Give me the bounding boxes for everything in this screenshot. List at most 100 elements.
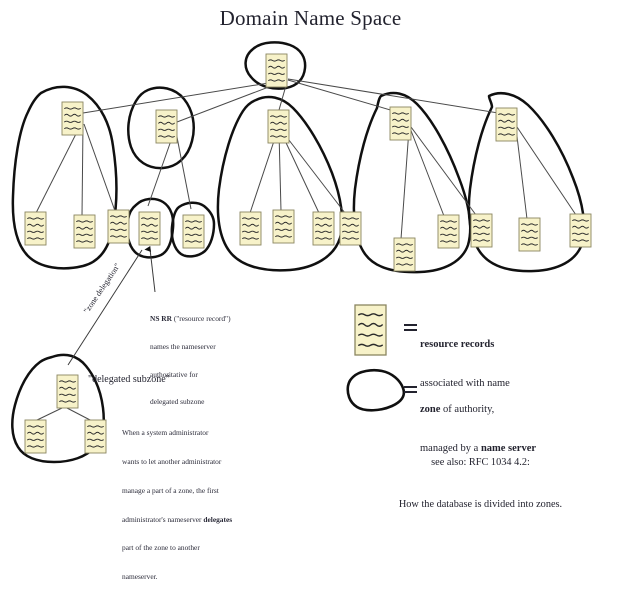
see-also-note: see also: RFC 1034 4.2: How the database… [340, 428, 621, 540]
squiggle-line [185, 226, 202, 230]
squiggle-line [342, 230, 359, 233]
para-line4-bold: delegates [203, 514, 233, 524]
edge-a0-a3 [83, 123, 116, 212]
node-card-body [24, 419, 47, 454]
para-line5: part of the zone to another [122, 543, 200, 553]
node-c2-leaf[interactable] [272, 209, 295, 244]
node-e2-leaf[interactable] [569, 213, 592, 248]
squiggle-line [76, 240, 93, 243]
squiggle-line [242, 230, 259, 233]
edge-c0-c3 [280, 131, 320, 214]
node-a0-zone-apex[interactable] [61, 101, 84, 136]
para-line2: wants to let another administrator [122, 456, 222, 466]
zone-outline-b[interactable] [127, 86, 195, 170]
zone-outlines [11, 41, 586, 464]
edge-a0-a2 [81, 123, 84, 217]
ns-rr-line1-rest: ("resource record") [171, 314, 231, 324]
squiggle-line [76, 233, 93, 236]
node-layer [24, 53, 592, 454]
legend-2-line2-bold: name server [480, 443, 537, 454]
delegated-subzone-label: "delegated subzone" [88, 374, 170, 385]
zone-outline-root[interactable] [244, 41, 307, 90]
node-c3-leaf[interactable] [312, 211, 335, 246]
node-card-body [267, 109, 290, 144]
node-f1-leaf[interactable] [24, 419, 47, 454]
node-card-body [312, 211, 335, 246]
squiggle-line [64, 107, 81, 110]
node-card-body [470, 213, 493, 248]
node-b2-delegated[interactable] [182, 214, 205, 249]
node-a3-leaf[interactable] [107, 209, 130, 244]
delegation-explanation: When a system administrator wants to let… [122, 409, 232, 601]
node-b1-delegated[interactable] [138, 211, 161, 246]
diagram-canvas: Domain Name Space NS RR ("resource recor… [11, 6, 592, 582]
node-f0-zone-apex[interactable] [56, 374, 79, 409]
zone-outline-e[interactable] [467, 92, 586, 273]
zone-outline-d[interactable] [352, 91, 472, 274]
edge-e0-e2 [516, 126, 577, 216]
squiggle-line [185, 220, 202, 223]
node-d0-zone-apex[interactable] [389, 106, 412, 141]
zone-outline-c[interactable] [216, 95, 344, 272]
squiggle-line [572, 232, 589, 235]
squiggle-line [141, 237, 158, 240]
squiggle-line [498, 126, 515, 129]
squiggle-line [27, 230, 44, 233]
node-c4-leaf[interactable] [339, 211, 362, 246]
diagram-svg [11, 41, 592, 464]
squiggle-line [27, 217, 44, 220]
squiggle-line [64, 127, 81, 130]
squiggle-line [270, 135, 287, 138]
squiggle-line [27, 237, 44, 240]
node-card-body [265, 53, 288, 88]
squiggle-line [27, 438, 44, 441]
leader-ns-rr [144, 245, 156, 293]
squiggle-line [270, 121, 287, 125]
zone-outline-a[interactable] [11, 85, 118, 270]
node-card-body [569, 213, 592, 248]
node-card-body [354, 304, 387, 356]
node-card-body [389, 106, 412, 141]
squiggle-line [270, 115, 287, 118]
node-card-body [495, 107, 518, 142]
legend-resource-record-card[interactable] [354, 304, 387, 356]
node-f2-leaf[interactable] [84, 419, 107, 454]
node-c0-zone-apex[interactable] [267, 109, 290, 144]
ns-rr-line2: names the nameserver [150, 342, 216, 352]
squiggle-line [572, 225, 589, 229]
squiggle-line [473, 225, 490, 229]
squiggle-line [158, 128, 175, 131]
squiggle-line [76, 226, 93, 230]
edge-root-a [82, 79, 288, 114]
squiggle-line [87, 425, 104, 428]
legend-1-line2: associated with name [420, 378, 510, 389]
node-a1-leaf[interactable] [24, 211, 47, 246]
resource-record-card-icon [354, 304, 387, 356]
squiggle-line [27, 431, 44, 435]
squiggle-line [342, 237, 359, 240]
see-also-line2: How the database is divided into zones. [398, 499, 563, 510]
squiggle-line [521, 229, 538, 233]
zone-outline-b2[interactable] [170, 201, 216, 258]
ns-rr-line3: authoritative for [150, 369, 198, 379]
squiggle-line [498, 113, 515, 116]
node-b0-zone-apex[interactable] [155, 109, 178, 144]
squiggle-line [141, 217, 158, 220]
squiggle-line [141, 230, 158, 233]
node-e1-leaf[interactable] [518, 217, 541, 252]
node-d2-leaf[interactable] [437, 214, 460, 249]
zone-outline-f[interactable] [11, 353, 105, 464]
node-card-body [24, 211, 47, 246]
squiggle-line [268, 65, 285, 69]
squiggle-line [242, 217, 259, 220]
node-e0-zone-apex[interactable] [495, 107, 518, 142]
node-a2-leaf[interactable] [73, 214, 96, 249]
node-root-root[interactable] [265, 53, 288, 88]
node-c1-leaf[interactable] [239, 211, 262, 246]
node-d1-leaf[interactable] [393, 237, 416, 272]
squiggle-line [342, 223, 359, 227]
squiggle-line [27, 223, 44, 227]
node-card-body [393, 237, 416, 272]
squiggle-line [342, 217, 359, 220]
node-d3-leaf[interactable] [470, 213, 493, 248]
